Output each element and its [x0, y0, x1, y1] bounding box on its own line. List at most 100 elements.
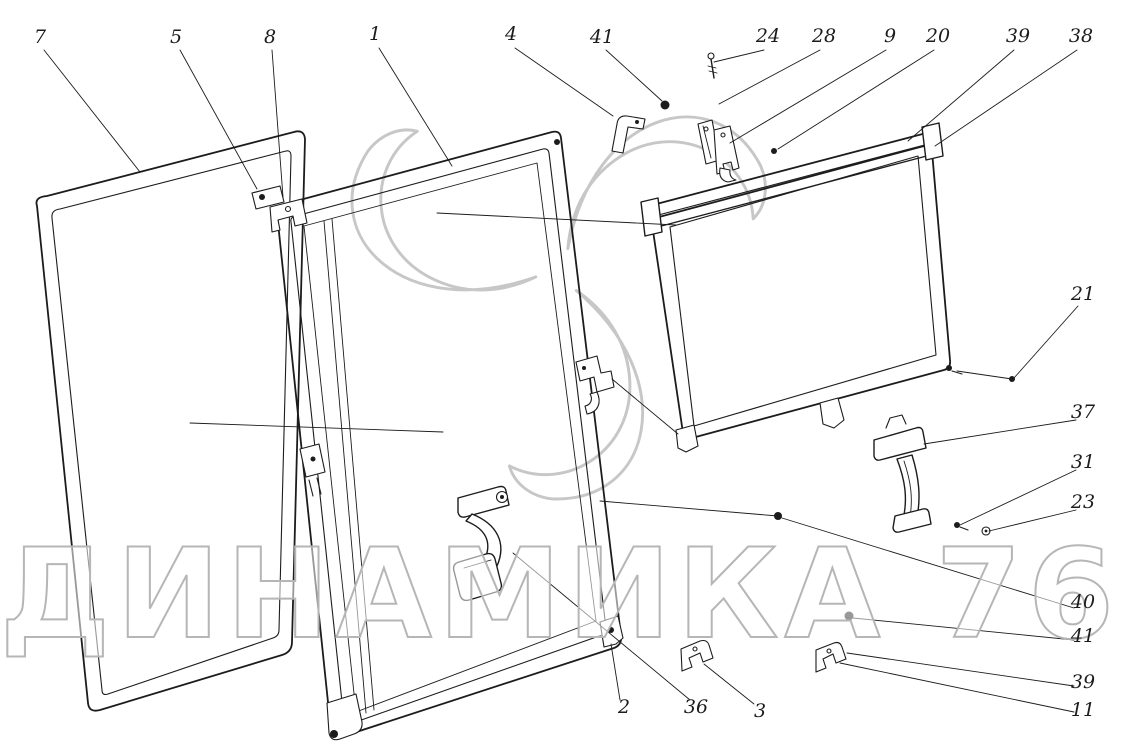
callout-8: 8 [264, 26, 276, 48]
callout-5: 5 [170, 26, 182, 48]
corner-bracket-bottom-left [326, 693, 363, 741]
leader-line [718, 49, 821, 105]
top-rail-line [649, 152, 939, 230]
leader-line [777, 49, 935, 150]
leader-line [959, 469, 1077, 526]
reference-line [436, 212, 677, 226]
callout-3: 3 [754, 700, 766, 722]
bracket-39-11-hole [826, 648, 832, 654]
swirl-petal [350, 128, 538, 292]
fastener-dot [771, 148, 777, 154]
edge-latch [575, 355, 615, 415]
hinge-plate [251, 185, 285, 210]
callout-24: 24 [755, 25, 780, 47]
window-frame-assembly [640, 122, 963, 453]
leader-line [43, 49, 141, 173]
hinge-hole [703, 126, 709, 132]
leader-line [703, 663, 755, 705]
reference-line [599, 500, 779, 517]
callout-31: 31 [1071, 451, 1095, 473]
callout-20: 20 [925, 25, 950, 47]
hinge-piece-line [702, 125, 712, 159]
bracket-3-hole [692, 646, 698, 652]
callout-4: 4 [504, 23, 517, 45]
leader-line [729, 49, 887, 144]
frame-corner-brackets [326, 615, 624, 741]
grab-handle [873, 414, 932, 533]
fastener-41-right [844, 611, 854, 621]
bracket-hole [635, 120, 639, 124]
lower-brackets [680, 639, 847, 673]
callout-21: 21 [1070, 283, 1095, 305]
leader-line [852, 617, 1075, 641]
callout-7: 7 [34, 26, 47, 48]
leader-line [378, 47, 453, 167]
fastener-31-stub [959, 526, 969, 531]
upper-hinge [251, 185, 308, 233]
crank-base [457, 485, 510, 518]
callout-28: 28 [811, 25, 836, 47]
screw-head [707, 52, 715, 60]
left-panel-inner-edge [51, 150, 292, 696]
mid-hinge-cluster [697, 119, 777, 183]
callout-41-top: 41 [589, 26, 614, 48]
handle-base [873, 426, 927, 461]
leader-line [1013, 305, 1079, 379]
leader-line [907, 49, 1015, 142]
hinge-bracket [269, 198, 308, 233]
hinge-hook [719, 167, 737, 183]
hinge-pin [259, 194, 265, 200]
latch-body [575, 355, 615, 393]
leader-line [781, 517, 1075, 609]
leader-line [923, 419, 1077, 445]
handle-foot [892, 508, 932, 533]
callout-36: 36 [684, 696, 708, 718]
screw-thread [707, 65, 717, 69]
leader-line [846, 652, 1075, 687]
glass-run-channel [331, 218, 375, 711]
bracket-body [611, 115, 646, 154]
crank-grip [452, 552, 503, 602]
corner-bolt [946, 365, 952, 371]
fastener-dot [554, 139, 560, 145]
fastener-41-top [660, 100, 670, 110]
callouts: 7 5 8 1 4 41 24 28 9 20 39 38 21 37 31 2… [34, 23, 1096, 722]
corner-bolt-stub [951, 370, 963, 375]
rail-end-cap-right [921, 122, 944, 161]
door-frame-fill [276, 131, 622, 738]
latch-pin [582, 366, 586, 370]
callout-41-right: 41 [1070, 625, 1095, 647]
leader-line [512, 552, 691, 701]
brand-swirl-watermark [350, 115, 767, 501]
rail-end-cap-left [640, 197, 663, 237]
lock-rod [308, 479, 314, 497]
leader-line [605, 49, 663, 102]
fastener-23-pin [984, 529, 988, 533]
leader-line [514, 47, 614, 117]
striker-bracket [611, 115, 646, 154]
swirl-petal [566, 115, 767, 251]
regulator-crank [452, 485, 510, 602]
leader-line [271, 49, 284, 198]
handle-notch [885, 414, 907, 429]
screw-shaft [710, 58, 715, 79]
left-glass-panel [35, 130, 306, 712]
watermark-text: ДИНАМИКА 76 [0, 523, 1120, 667]
reference-line [189, 422, 444, 433]
crank-grip-line [463, 559, 492, 569]
panel-fills [36, 131, 951, 738]
glass-run-channel [323, 220, 367, 714]
callout-23: 23 [1070, 491, 1095, 513]
leader-line [610, 643, 621, 701]
latch-hook [584, 391, 600, 415]
lock-rod [316, 477, 322, 495]
callout-1: 1 [369, 23, 381, 45]
leader-line [934, 49, 1078, 147]
screw-thread [708, 70, 718, 74]
top-rail-line [644, 130, 935, 208]
hinge-hole [720, 132, 726, 138]
leader-line [988, 509, 1077, 532]
leader-line [179, 49, 258, 190]
